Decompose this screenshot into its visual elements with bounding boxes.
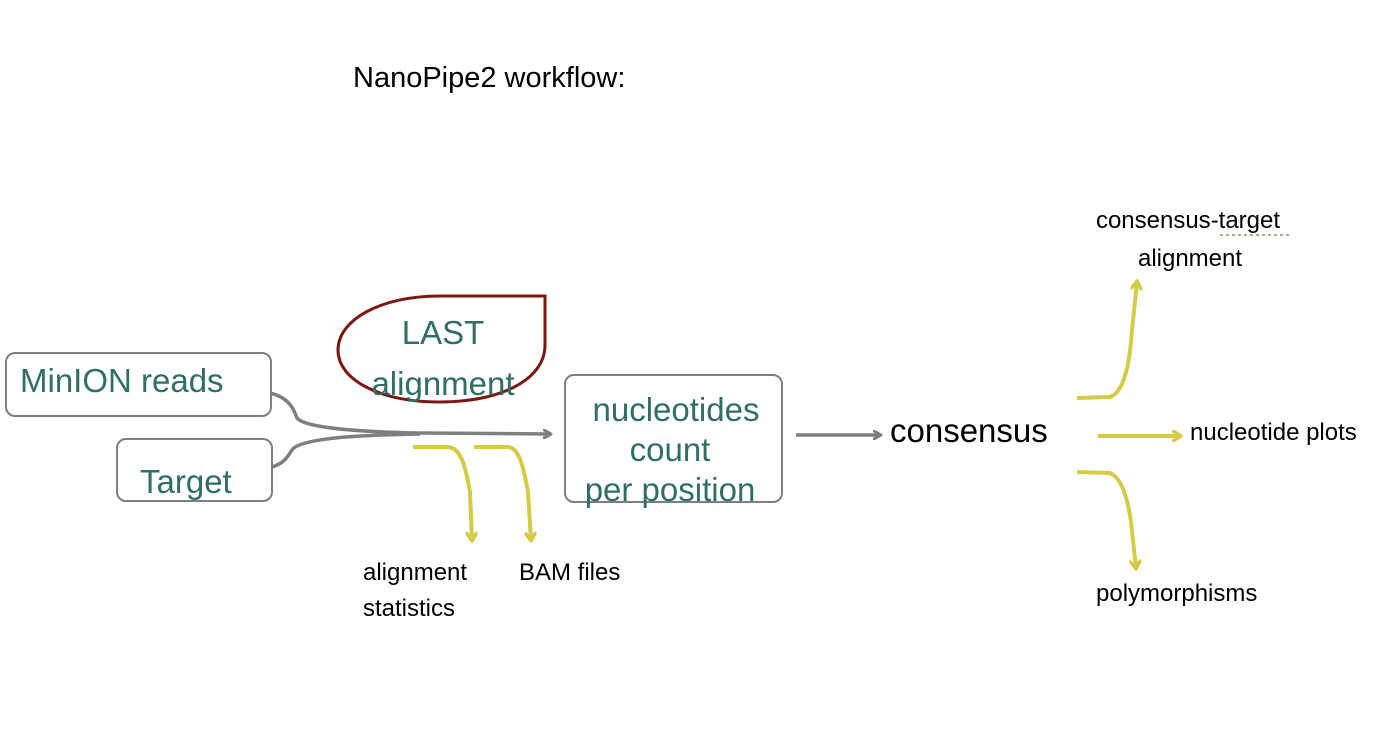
consensus-target-label-line2: alignment [1137,245,1243,272]
diagram-title: NanoPipe2 workflow: [353,62,626,94]
nucleotide-plots-label: nucleotide plots [1190,419,1357,446]
last-alignment-label-line2: alignment [371,365,515,402]
minion-reads-label: MinION reads [20,362,224,399]
reads-connector [269,391,550,434]
bam-files-label: BAM files [519,559,621,586]
target-label: Target [140,463,232,500]
consensus-label: consensus [890,412,1048,449]
last-alignment-shape [336,294,547,404]
polymorphisms-arrow [1076,470,1136,568]
minion-reads-node [5,352,272,417]
consensus-target-arrow [1076,282,1137,400]
target-node [116,438,273,502]
bam-files-arrow [474,445,531,540]
nucleotides-count-label-line1: nucleotides [592,391,760,428]
alignment-statistics-label-line1: alignment [363,559,468,586]
nucleotides-count-label-line3: per position [584,471,756,508]
consensus-target-label-line1: consensus-target [1095,207,1281,234]
target-connector [271,432,421,469]
last-alignment-label-line1: LAST [401,314,485,351]
nucleotides-count-label-line2: count [629,431,711,468]
alignment-statistics-label-line2: statistics [363,595,456,622]
alignment-statistics-arrow [413,445,472,540]
nucleotides-count-node [564,374,783,503]
polymorphisms-label: polymorphisms [1096,580,1258,607]
